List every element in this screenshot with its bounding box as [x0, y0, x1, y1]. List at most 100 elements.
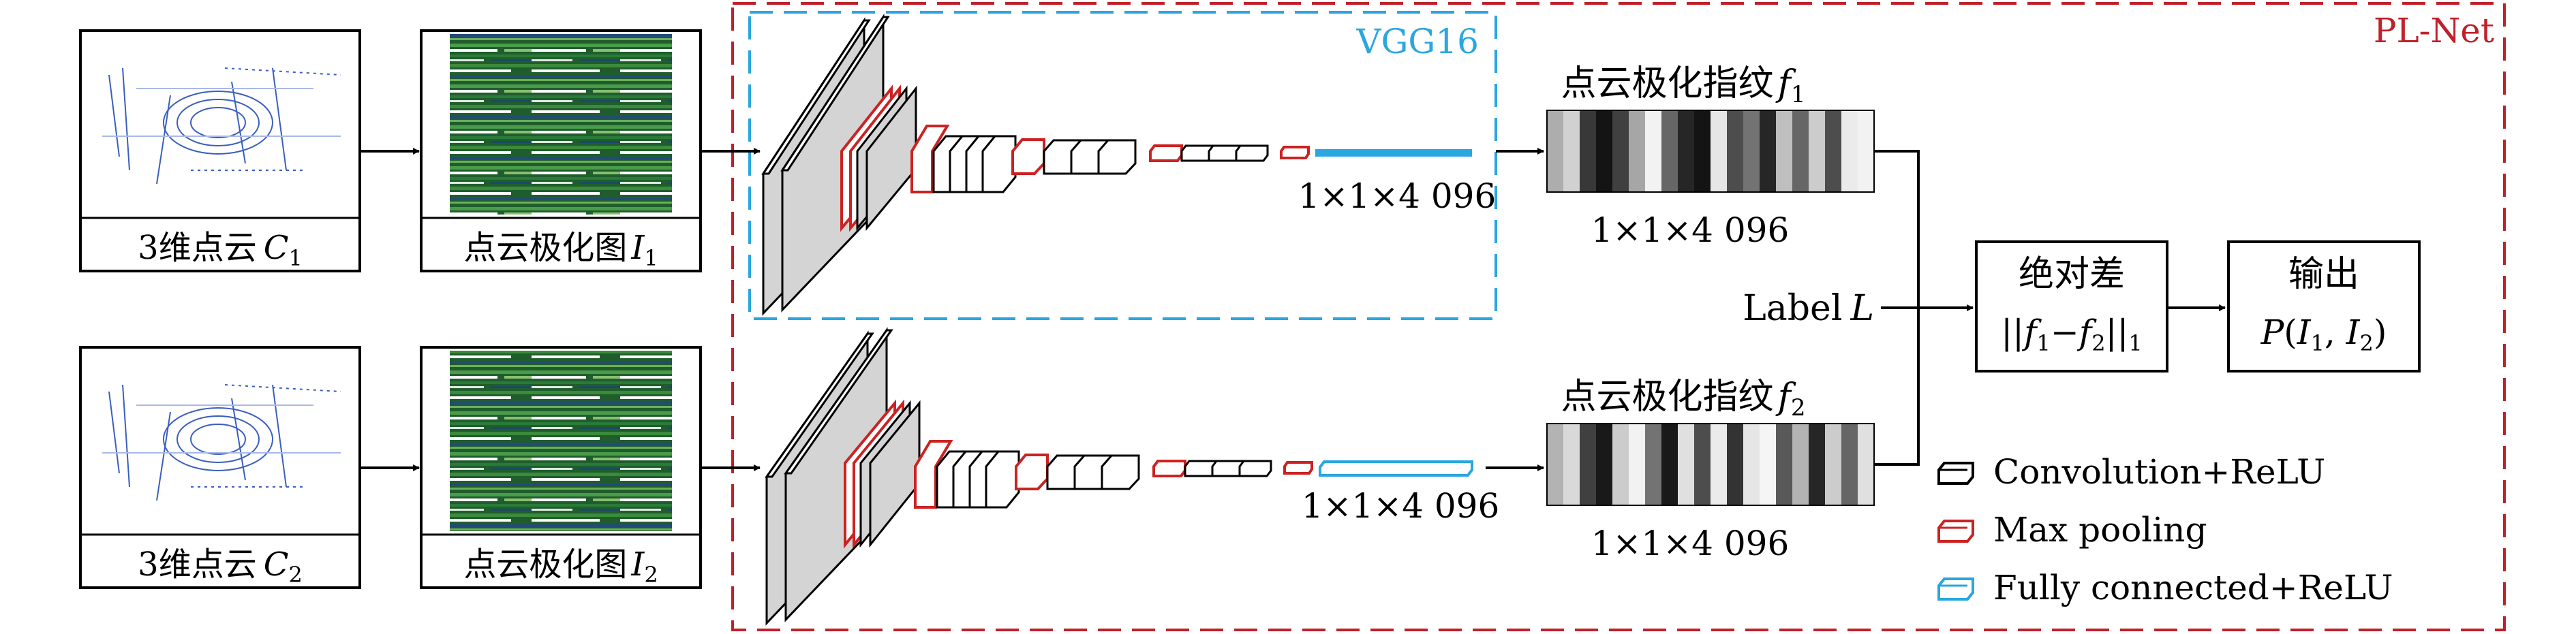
barcode-stripe [1645, 424, 1662, 505]
barcode-stripe [1694, 110, 1711, 192]
output-title: 输出 [2288, 254, 2359, 295]
barcode-stripe [1596, 424, 1613, 505]
fc-layer-1 [1315, 149, 1472, 157]
polar-image-1 [450, 34, 672, 215]
barcode-stripe [1596, 110, 1613, 192]
legend-item-fc: Fully connected+ReLU [1937, 568, 2393, 607]
point-cloud-render-1 [102, 67, 341, 185]
barcode-stripe [1760, 424, 1777, 505]
legend-label-fc: Fully connected+ReLU [1993, 568, 2393, 607]
barcode-stripe [1841, 424, 1858, 505]
barcode-stripe [1841, 110, 1858, 192]
conv-block-5-2 [1184, 460, 1272, 477]
barcode-stripe [1580, 110, 1597, 192]
barcode-stripe [1612, 424, 1629, 505]
barcode-stripe [1580, 424, 1597, 505]
maxpool-2 [910, 125, 950, 193]
maxpool-2-2 [914, 440, 953, 509]
vgg16-network-2 [765, 327, 1473, 626]
barcode-stripe [1547, 110, 1564, 192]
fingerprint-dim-1: 1×1×4 096 [1591, 210, 1790, 250]
barcode-stripe [1711, 110, 1728, 192]
abs-diff-box [1975, 240, 2168, 373]
barcode-stripe [1809, 424, 1826, 505]
conv-block-3 [932, 135, 1017, 193]
barcode-stripe [1661, 110, 1678, 192]
conv-block-5 [1180, 144, 1269, 162]
polar-image-2 [450, 351, 672, 531]
fc-legend-icon [1937, 577, 1974, 601]
point-cloud-image-1 [82, 33, 358, 218]
barcode-stripe [1858, 424, 1875, 505]
vgg16-frame [748, 11, 1497, 320]
maxpool-4-2 [1152, 460, 1186, 477]
conv-block-4-2 [1046, 454, 1140, 490]
conv-block-3-2 [936, 450, 1020, 509]
legend-item-maxpool: Max pooling [1937, 510, 2207, 550]
legend-label-maxpool: Max pooling [1993, 510, 2207, 550]
legend: Convolution+ReLU Max pooling Fully conne… [1937, 452, 2393, 607]
barcode-stripe [1563, 424, 1580, 505]
barcode-stripe [1760, 110, 1777, 192]
barcode-stripe [1629, 110, 1646, 192]
barcode-stripe [1629, 424, 1646, 505]
barcode-stripe [1825, 424, 1842, 505]
barcode-stripe [1792, 424, 1809, 505]
barcode-stripe [1711, 424, 1728, 505]
barcode-stripe [1858, 110, 1875, 192]
barcode-stripe [1825, 110, 1842, 192]
maxpool-5 [1280, 146, 1310, 159]
barcode-stripe [1727, 110, 1744, 192]
abs-diff-title: 绝对差 [2019, 254, 2125, 295]
output-formula: P(I1, I2) [2260, 313, 2387, 356]
barcode-stripe [1809, 110, 1826, 192]
fingerprint-dim-2: 1×1×4 096 [1591, 524, 1790, 563]
pl-net-frame [731, 2, 2506, 631]
point-cloud-image-2 [82, 349, 358, 535]
barcode-stripe [1612, 110, 1629, 192]
fingerprint-barcode-2 [1547, 424, 1875, 505]
barcode-stripe [1776, 424, 1793, 505]
maxpool-legend-icon [1937, 520, 1974, 543]
maxpool-5-2 [1283, 461, 1313, 475]
barcode-stripe [1678, 424, 1695, 505]
output-box [2227, 240, 2421, 373]
barcode-stripe [1743, 424, 1760, 505]
legend-item-conv: Convolution+ReLU [1937, 452, 2325, 492]
barcode-stripe [1743, 110, 1760, 192]
fingerprint-barcode-1 [1547, 110, 1875, 192]
barcode-stripe [1727, 424, 1744, 505]
vgg16-network-1 [761, 13, 1472, 316]
conv-block-1b-2 [784, 327, 893, 622]
maxpool-3 [1011, 138, 1045, 175]
pl-net-title: PL-Net [2374, 11, 2494, 50]
barcode-stripe [1792, 110, 1809, 192]
vgg-output-dim-2: 1×1×4 096 [1302, 486, 1500, 526]
conv-legend-icon [1937, 462, 1974, 485]
legend-label-conv: Convolution+ReLU [1993, 452, 2325, 492]
barcode-stripe [1776, 110, 1793, 192]
barcode-stripe [1678, 110, 1695, 192]
barcode-stripe [1547, 424, 1564, 505]
connector-fingerprint-2 [1874, 308, 1920, 466]
maxpool-4 [1149, 144, 1183, 162]
barcode-stripe [1694, 424, 1711, 505]
vgg16-title: VGG16 [1355, 22, 1479, 61]
barcode-stripe [1563, 110, 1580, 192]
point-cloud-render-2 [102, 384, 341, 501]
connector-fingerprint-1 [1874, 150, 1920, 308]
barcode-stripe [1645, 110, 1662, 192]
fc-layer-2 [1319, 460, 1473, 477]
vgg-output-dim-1: 1×1×4 096 [1298, 176, 1497, 216]
